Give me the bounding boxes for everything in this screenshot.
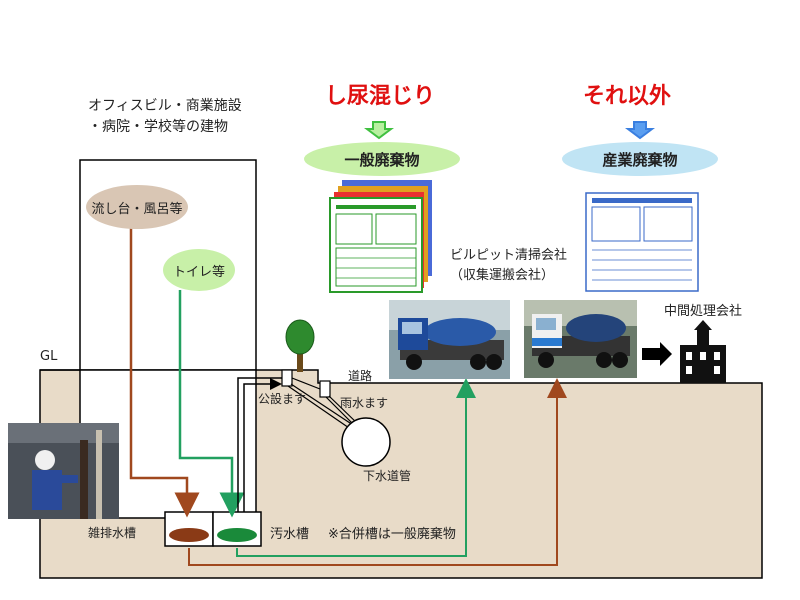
vacuum-truck-photo-1 <box>389 300 510 379</box>
factory-icon <box>680 320 726 383</box>
rain-basin-pipe-2 <box>328 395 360 426</box>
general-waste-label-text: 一般廃棄物 <box>344 150 420 169</box>
other-down-arrow <box>625 121 655 140</box>
industrial-waste-manifest-form <box>585 192 699 292</box>
drain-collection-line <box>188 378 567 566</box>
pump-line-2 <box>243 378 282 512</box>
gl-label: GL <box>40 349 58 364</box>
cleaning-company-line2: （収集運搬会社） <box>450 268 555 283</box>
public-basin-pipe <box>287 385 353 431</box>
sewage-collection-line <box>236 378 476 557</box>
industrial-waste-label: 産業廃棄物 <box>562 142 718 176</box>
sewage-tank-label: 汚水槽 <box>270 527 310 542</box>
combined-tank-note: ※合併槽は一般廃棄物 <box>328 527 456 542</box>
toilet-drain-line <box>178 290 245 518</box>
industrial-waste-label-text: 産業廃棄物 <box>602 150 678 169</box>
worker-photo <box>8 423 119 519</box>
drain-tank-label: 雑排水槽 <box>88 526 137 540</box>
general-waste-label: 一般廃棄物 <box>304 142 460 176</box>
general-waste-manifest-forms <box>329 180 432 293</box>
sewer-pipe <box>341 417 391 467</box>
building-title-line2: ・病院・学校等の建物 <box>88 119 228 135</box>
tree-crown <box>285 319 315 355</box>
kitchen-bath-source: 流し台・風呂等 <box>86 185 188 229</box>
other-waste-heading: それ以外 <box>583 84 672 109</box>
tree-trunk <box>297 350 303 372</box>
public-basin-label: 公設ます <box>258 392 307 406</box>
building-title-line1: オフィスビル・商業施設 <box>88 98 242 114</box>
kitchen-drain-line <box>129 228 200 518</box>
basin-connector <box>291 377 321 390</box>
toilet-source-text: トイレ等 <box>172 264 225 280</box>
human-waste-heading: し尿混じり <box>325 84 436 109</box>
rain-basin-box <box>319 380 331 398</box>
road-label: 道路 <box>348 369 373 383</box>
human-waste-down-arrow <box>364 121 394 140</box>
public-basin-pipe-2 <box>290 383 357 428</box>
cleaning-company-line1: ビルピット清掃会社 <box>450 248 568 263</box>
sewage-tank-liquid <box>217 528 257 542</box>
public-basin-box <box>281 369 293 387</box>
sewer-label: 下水道管 <box>363 469 412 483</box>
to-intermediate-arrow <box>642 342 672 366</box>
vacuum-truck-photo-2 <box>524 300 637 378</box>
drain-tank-liquid <box>169 528 209 542</box>
rain-basin-label: 雨水ます <box>340 396 389 410</box>
toilet-source: トイレ等 <box>163 249 235 291</box>
kitchen-bath-source-text: 流し台・風呂等 <box>91 201 183 217</box>
intermediate-processor-label: 中間処理会社 <box>664 304 743 319</box>
pump-line-1 <box>237 377 282 512</box>
rain-basin-pipe <box>325 396 357 428</box>
